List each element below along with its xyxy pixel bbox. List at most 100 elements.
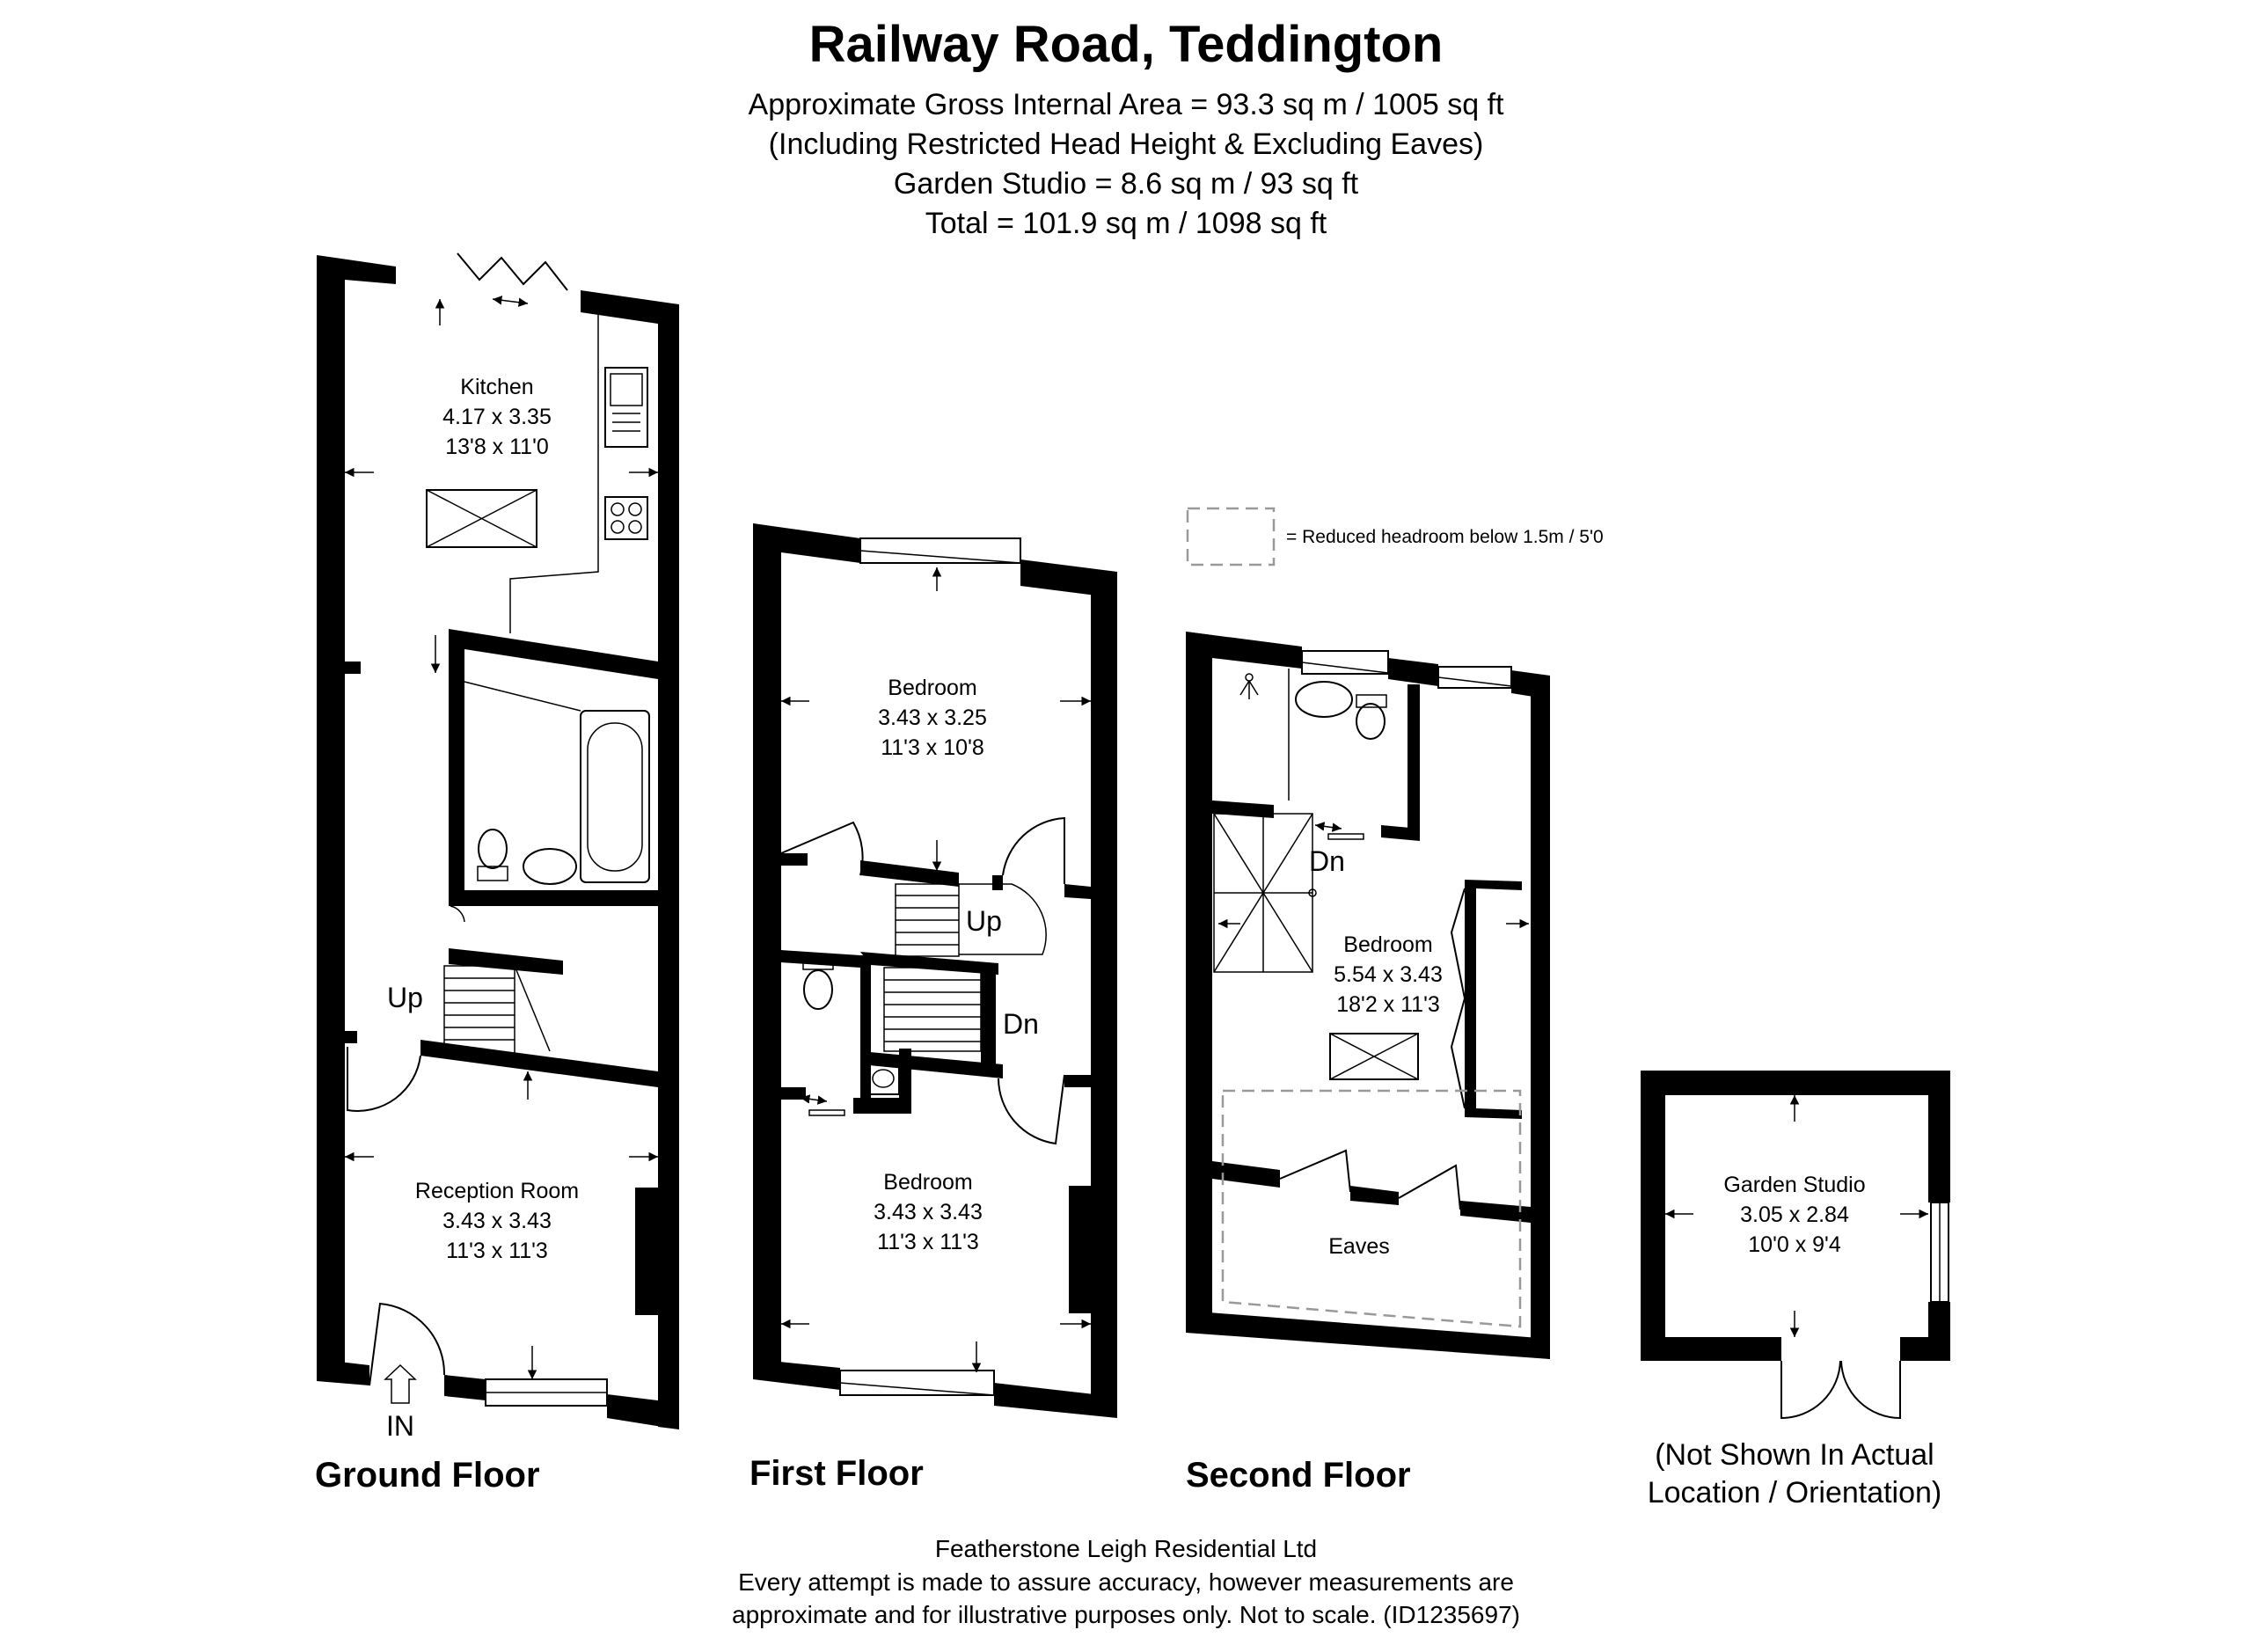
studio-left-wall <box>1641 1071 1665 1361</box>
hall-door-swing <box>347 1047 421 1112</box>
first-landing-wall-2 <box>992 875 1003 890</box>
first-rear-bedroom-door-2 <box>1002 816 1065 884</box>
second-rear-wall-mid <box>1388 658 1438 686</box>
second-floor-plan: Dn Bedroom 5.54 x 3.43 18'2 x 11'3 Eaves… <box>1186 632 1550 1495</box>
footer-company: Featherstone Leigh Residential Ltd <box>935 1535 1317 1562</box>
reduced-headroom-area <box>1221 1089 1522 1328</box>
header: Railway Road, Teddington Approximate Gro… <box>749 16 1505 240</box>
ground-stairs-label: Up <box>387 982 423 1013</box>
ground-front-wall-right <box>607 1394 679 1429</box>
studio-bottom-wall-right <box>1900 1337 1950 1361</box>
first-stair-frame-bottom <box>860 1051 1003 1078</box>
second-bedroom-name: Bedroom <box>1343 932 1432 957</box>
first-rear-bedroom-door <box>780 821 864 876</box>
eaves-name: Eaves <box>1328 1234 1389 1259</box>
first-wc <box>803 969 833 1010</box>
first-landing-wall <box>860 860 959 887</box>
first-left-wall <box>753 523 781 1377</box>
eaves-door-2 <box>1398 1164 1461 1210</box>
second-wardrobe-wall <box>1465 880 1522 1119</box>
ground-stairs <box>443 965 551 1055</box>
kitchen-metric: 4.17 x 3.35 <box>442 405 552 429</box>
studio-door-right <box>1840 1360 1901 1420</box>
reception-imperial: 11'3 x 11'3 <box>446 1239 548 1263</box>
second-window-1 <box>1301 650 1389 675</box>
area-line-1: Approximate Gross Internal Area = 93.3 s… <box>749 88 1505 121</box>
wardrobe-doors <box>1450 888 1466 1109</box>
first-rear-bedroom-name: Bedroom <box>888 676 976 700</box>
ground-front-wall-mid <box>444 1375 486 1400</box>
entrance-label: IN <box>386 1410 414 1442</box>
front-door-swing <box>369 1302 446 1386</box>
studio-metric: 3.05 x 2.84 <box>1740 1202 1849 1227</box>
legend: = Reduced headroom below 1.5m / 5'0 <box>1186 507 1604 567</box>
second-stairs-down-label: Dn <box>1309 845 1345 877</box>
kitchen-hob <box>604 496 648 540</box>
kitchen-imperial: 13'8 x 11'0 <box>445 435 549 459</box>
ground-floor-plan: Up Kitchen 4.17 x 3.35 13'8 x 11'0 Recep… <box>315 252 679 1495</box>
studio-right-wall-upper <box>1928 1071 1950 1202</box>
footer: Featherstone Leigh Residential Ltd Every… <box>732 1535 1520 1628</box>
first-stairs-up <box>895 883 1047 957</box>
first-wc-bottom-wall <box>853 1098 911 1114</box>
ground-bathroom-bottom-wall <box>449 890 658 906</box>
area-line-4: Total = 101.9 sq m / 1098 sq ft <box>925 207 1327 240</box>
first-wall-stub-3 <box>1064 1075 1091 1087</box>
second-bedroom-metric: 5.54 x 3.43 <box>1334 962 1443 987</box>
ground-wc <box>478 829 508 869</box>
second-bedroom-imperial: 18'2 x 11'3 <box>1336 992 1440 1017</box>
second-right-wall <box>1531 676 1550 1359</box>
first-front-window <box>839 1370 995 1396</box>
footer-disclaimer-1: Every attempt is made to assure accuracy… <box>738 1568 1514 1596</box>
second-eaves-wall-3 <box>1460 1201 1531 1223</box>
first-front-wall-right <box>994 1383 1117 1418</box>
first-rear-wall <box>753 523 860 563</box>
first-chimney-breast <box>1069 1186 1093 1313</box>
ground-left-wall <box>317 255 396 1379</box>
first-wc-wall-lower <box>899 1049 911 1107</box>
kitchen-bifold-doors <box>457 252 568 291</box>
first-rear-window <box>859 537 1021 564</box>
studio-door-left <box>1780 1360 1841 1420</box>
second-basin <box>1295 681 1353 718</box>
second-shower-right-wall <box>1408 684 1420 836</box>
second-stairs-down <box>1213 813 1317 973</box>
reception-metric: 3.43 x 3.43 <box>442 1209 552 1233</box>
ground-stair-wall <box>420 1040 658 1087</box>
second-skylight <box>1329 1033 1419 1080</box>
first-floor-label: First Floor <box>749 1454 924 1493</box>
ground-basin <box>523 848 577 885</box>
ground-hall-stub <box>345 662 361 674</box>
second-shower-bottom-wall <box>1212 800 1274 818</box>
first-floor-plan: Up Dn Bedroom 3.43 x 3.2 <box>749 523 1117 1493</box>
first-stair-frame-right <box>981 963 996 1075</box>
reception-name: Reception Room <box>415 1179 579 1203</box>
first-right-wall <box>1091 572 1117 1403</box>
first-front-bedroom-metric: 3.43 x 3.43 <box>874 1200 983 1224</box>
reduced-headroom-swatch <box>1186 507 1276 567</box>
eaves-door-1 <box>1279 1149 1351 1193</box>
second-eaves-wall-2 <box>1350 1186 1399 1205</box>
studio-bottom-wall-left <box>1641 1337 1781 1361</box>
first-landing-right-wall <box>1064 884 1091 899</box>
ground-chimney-breast <box>635 1188 662 1315</box>
second-front-wall <box>1186 1311 1550 1359</box>
shower-icon <box>1239 673 1259 699</box>
first-wc-top-wall <box>781 950 860 968</box>
page-title: Railway Road, Teddington <box>809 16 1444 73</box>
second-floor-label: Second Floor <box>1186 1456 1411 1495</box>
first-stairs-up-label: Up <box>966 905 1002 937</box>
kitchen-worktop <box>509 315 599 633</box>
first-front-wall-left <box>753 1359 840 1390</box>
first-front-bedroom-name: Bedroom <box>883 1170 972 1195</box>
first-front-bedroom-door <box>998 1074 1065 1145</box>
area-line-2: (Including Restricted Head Height & Excl… <box>769 128 1484 161</box>
bathtub <box>580 710 650 883</box>
ground-right-wall <box>581 290 679 1429</box>
first-wc-right-wall <box>860 955 871 1113</box>
studio-imperial: 10'0 x 9'4 <box>1748 1232 1841 1257</box>
kitchen-sink <box>604 367 648 448</box>
area-line-3: Garden Studio = 8.6 sq m / 93 sq ft <box>894 167 1359 201</box>
first-front-bedroom-imperial: 11'3 x 11'3 <box>877 1230 979 1254</box>
legend-label: = Reduced headroom below 1.5m / 5'0 <box>1286 527 1604 547</box>
